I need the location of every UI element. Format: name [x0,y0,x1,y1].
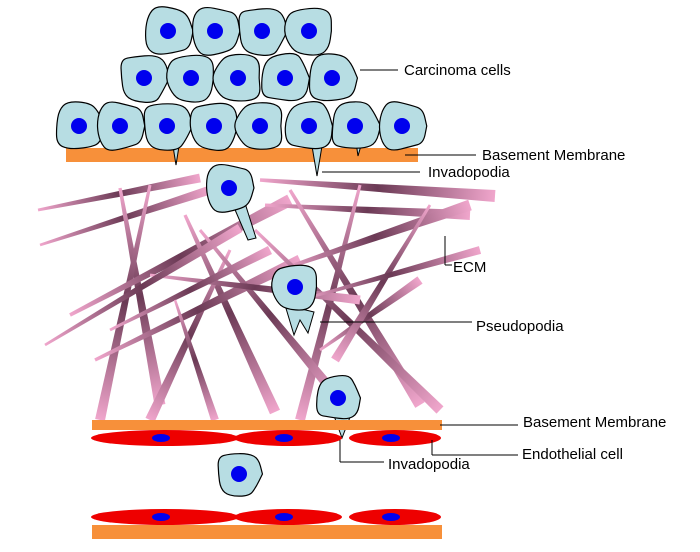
label-carcinoma-cells: Carcinoma cells [404,62,511,79]
ecm-fiber [95,184,152,422]
nucleus [136,70,152,86]
label-ecm: ECM [453,259,487,276]
ecm-fiber [183,214,281,415]
label-invadopodia-bottom: Invadopodia [388,456,470,473]
label-basement-membrane-top: Basement Membrane [482,147,626,164]
nucleus [207,23,223,39]
nucleus [347,118,363,134]
nucleus [277,70,293,86]
nucleus [183,70,199,86]
nucleus [112,118,128,134]
basement-membrane-bottom [92,420,442,430]
nucleus [301,23,317,39]
migrating-cells [205,163,362,497]
label-pseudopodia: Pseudopodia [476,318,564,335]
ecm-fiber [331,204,432,363]
basement-membrane-floor [92,525,442,539]
ecm-fiber [94,255,303,362]
nucleus [254,23,270,39]
nucleus [230,70,246,86]
ecm-fiber [173,299,219,422]
nucleus [301,118,317,134]
carcinoma-cell-cluster [55,6,428,177]
nucleus [159,118,175,134]
endothelial-nucleus [152,513,170,521]
ecm-fiber [198,229,344,404]
endothelial-nucleus [382,434,400,442]
endothelial-nucleus [152,434,170,442]
endothelial-nucleus [275,434,293,442]
basement-membrane-top [66,148,418,162]
nucleus [71,118,87,134]
nucleus [231,466,247,482]
label-invadopodia-top: Invadopodia [428,164,510,181]
ecm-fiber [264,203,471,220]
nucleus [330,390,346,406]
ecm-fiber [319,276,423,352]
nucleus [324,70,340,86]
endothelial-cells [91,430,441,525]
ecm-fiber [259,178,496,202]
label-basement-membrane-bottom: Basement Membrane [523,414,667,431]
endothelial-nucleus [275,513,293,521]
ecm-fiber [109,245,273,332]
nucleus [160,23,176,39]
ecm-fibers [37,173,496,423]
leader-lines [320,69,518,463]
endothelial-nucleus [382,513,400,521]
ecm-fiber [44,224,243,347]
ecm-fiber [299,246,482,302]
label-endothelial-cell: Endothelial cell [522,446,623,463]
nucleus [221,180,237,196]
ecm-fiber [118,187,166,406]
nucleus [394,118,410,134]
nucleus [252,118,268,134]
invadopodium [284,304,315,337]
nucleus [287,279,303,295]
nucleus [206,118,222,134]
